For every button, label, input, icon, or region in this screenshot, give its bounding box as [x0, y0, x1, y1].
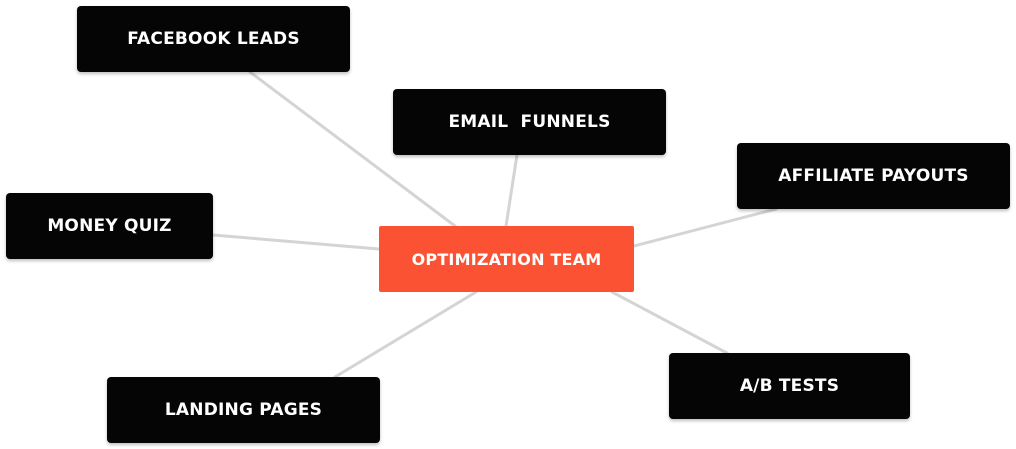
- connector-email-funnels: [504, 153, 519, 228]
- connector-facebook-leads: [248, 70, 457, 228]
- central-node-label: OPTIMIZATION TEAM: [411, 249, 602, 269]
- central-node-optimization-team[interactable]: OPTIMIZATION TEAM: [379, 226, 634, 292]
- node-label-ab-tests: A/B TESTS: [739, 376, 840, 396]
- node-ab-tests[interactable]: A/B TESTS: [669, 353, 910, 419]
- node-label-facebook-leads: FACEBOOK LEADS: [127, 29, 300, 49]
- node-landing-pages[interactable]: LANDING PAGES: [107, 377, 380, 443]
- node-label-affiliate-payouts: AFFILIATE PAYOUTS: [778, 166, 969, 186]
- node-facebook-leads[interactable]: FACEBOOK LEADS: [77, 6, 350, 72]
- node-money-quiz[interactable]: MONEY QUIZ: [6, 193, 213, 259]
- node-label-email-funnels: EMAIL FUNNELS: [448, 112, 611, 132]
- connector-money-quiz: [211, 233, 381, 251]
- connector-affiliate-payouts: [632, 207, 778, 248]
- node-label-landing-pages: LANDING PAGES: [164, 400, 323, 420]
- connector-landing-pages: [333, 290, 478, 379]
- node-label-money-quiz: MONEY QUIZ: [47, 216, 172, 236]
- node-affiliate-payouts[interactable]: AFFILIATE PAYOUTS: [737, 143, 1010, 209]
- connector-ab-tests: [610, 290, 729, 355]
- node-email-funnels[interactable]: EMAIL FUNNELS: [393, 89, 666, 155]
